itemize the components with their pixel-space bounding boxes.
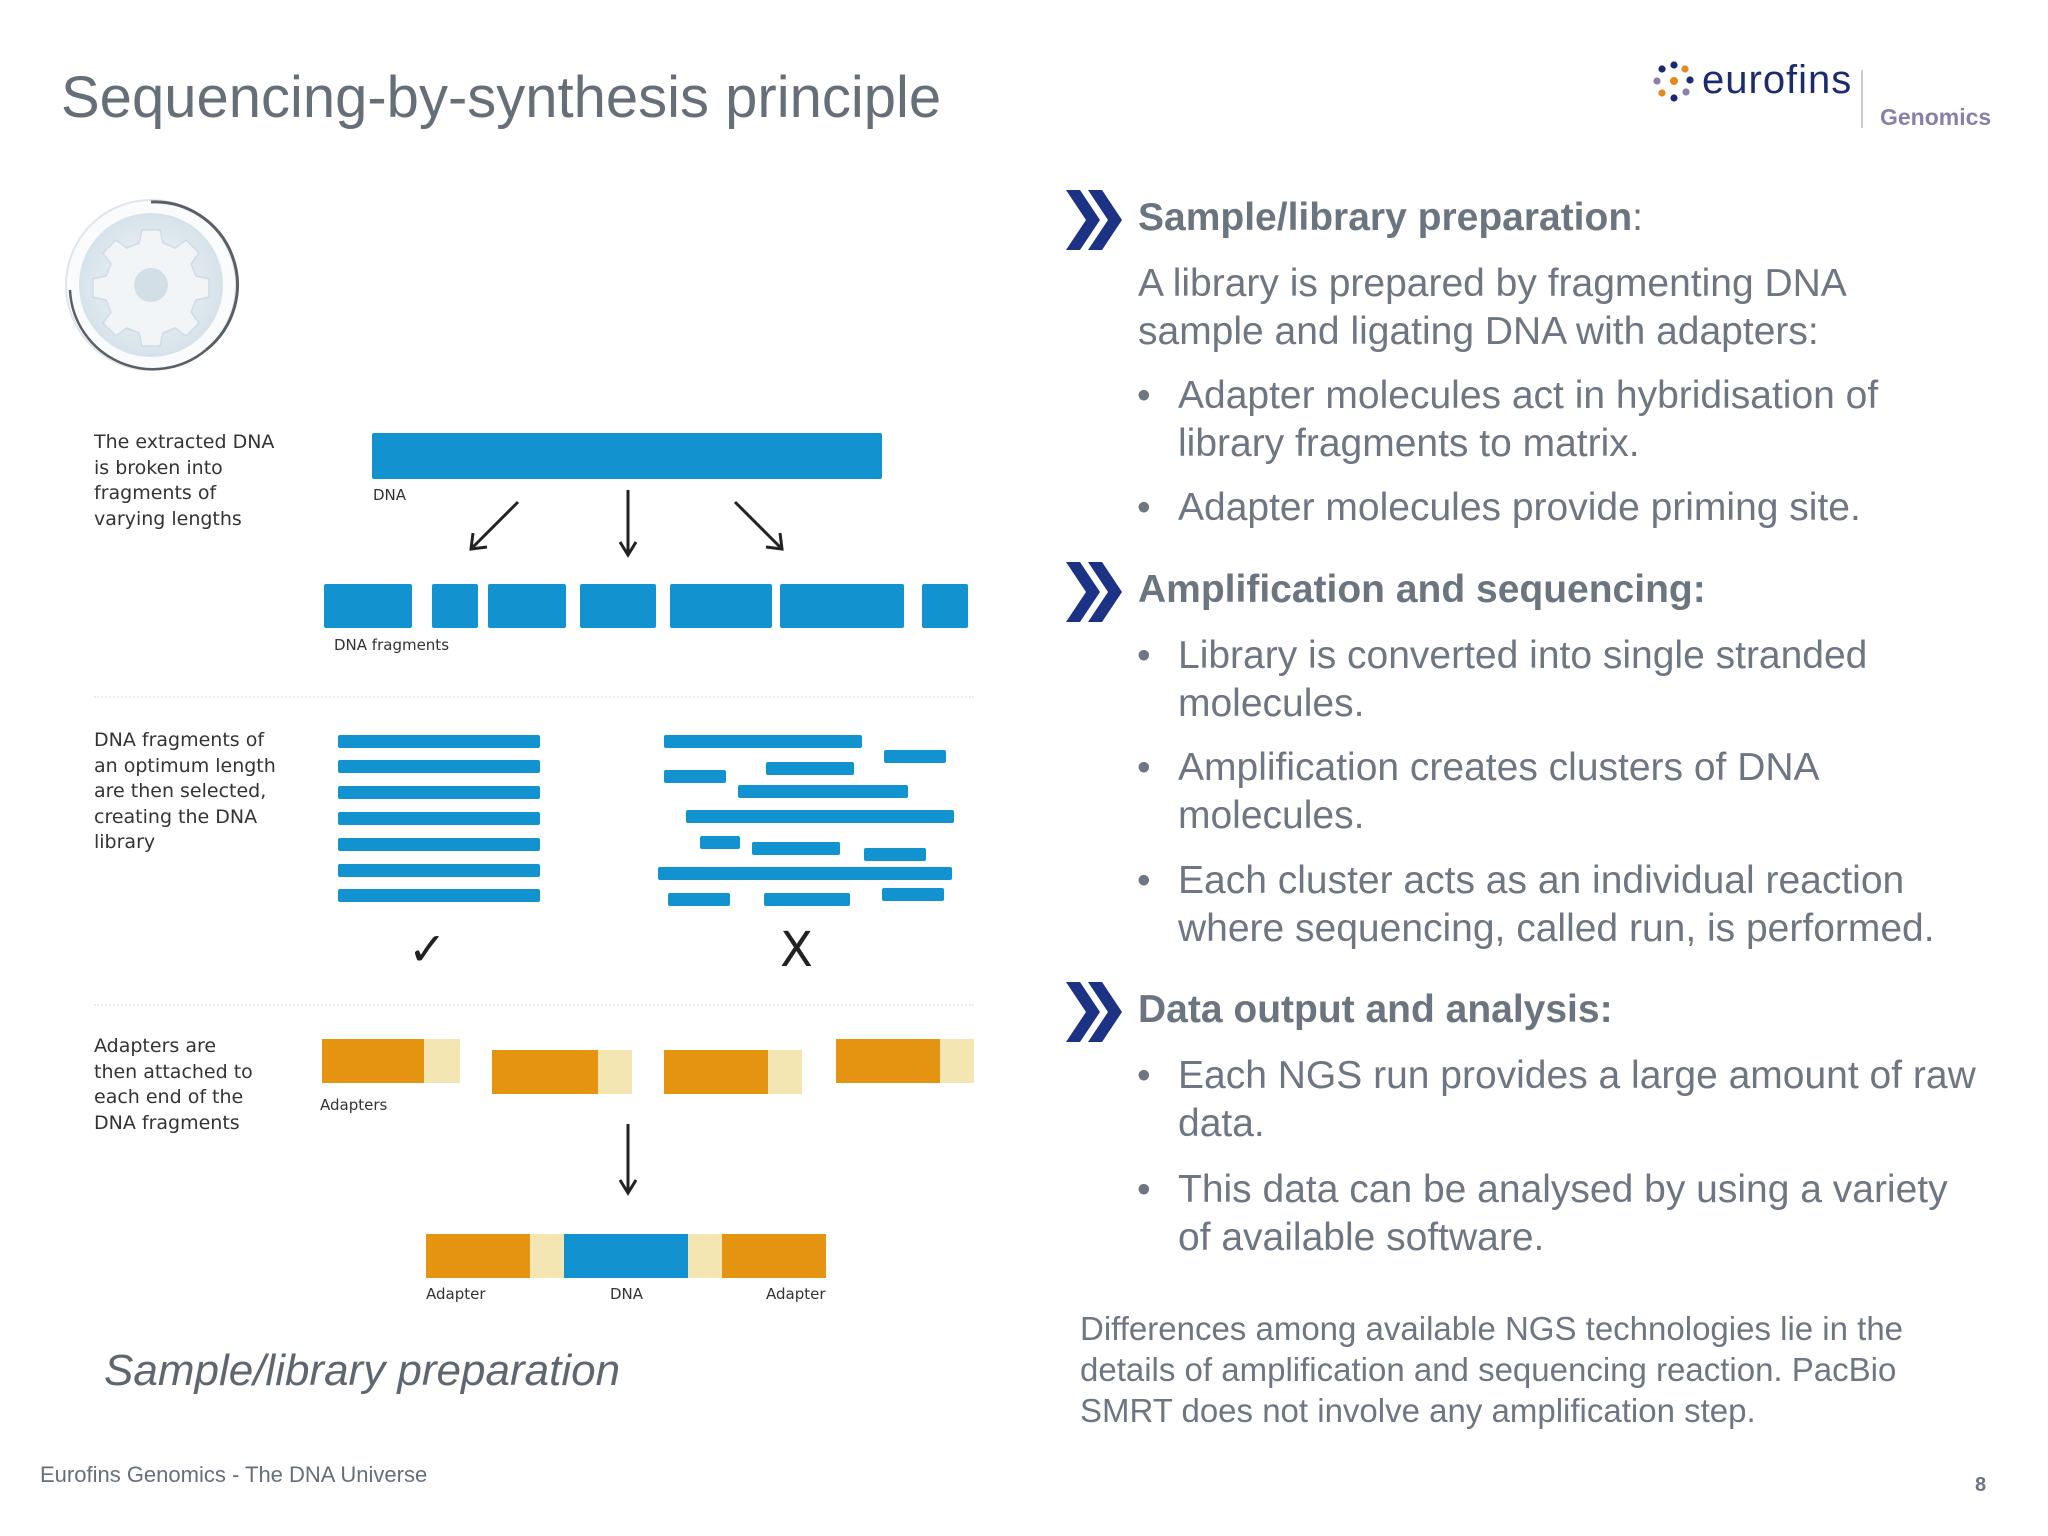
library-fragment <box>338 812 540 825</box>
dna-fragment <box>488 584 566 628</box>
bullet-item: •Amplification creates clusters of DNA m… <box>1137 746 1818 837</box>
final-adapter-right <box>722 1234 826 1278</box>
rejected-fragment <box>664 735 862 748</box>
adapter-cap <box>424 1039 460 1083</box>
dna-label: DNA <box>373 486 407 504</box>
fragments-label: DNA fragments <box>334 636 450 654</box>
dna-fragment <box>670 584 772 628</box>
split-arrows-icon <box>469 490 784 558</box>
section-intro: A library is prepared by fragmenting DNA… <box>1138 262 1845 353</box>
adapter-cap <box>530 1234 564 1278</box>
step1-label: The extracted DNA is broken into fragmen… <box>94 431 275 530</box>
logo-subtitle: Genomics <box>1880 104 1992 130</box>
rejected-fragment <box>752 842 840 855</box>
adapter-cap <box>598 1050 632 1094</box>
rejected-fragment <box>766 762 854 775</box>
rejected-fragment <box>700 836 740 849</box>
page-number: 8 <box>1975 1474 1987 1496</box>
x-mark-icon: X <box>780 922 813 978</box>
rejected-fragment <box>668 893 730 906</box>
dna-fragment <box>432 584 478 628</box>
adapter-cap <box>768 1050 802 1094</box>
logo-divider <box>1861 70 1863 128</box>
dna-fragment <box>922 584 968 628</box>
step3-label: Adapters are then attached to each end o… <box>94 1035 253 1134</box>
final-dna <box>564 1234 688 1278</box>
bullet-item: •This data can be analysed by using a va… <box>1137 1168 1948 1259</box>
adapters-label: Adapters <box>320 1096 388 1114</box>
adapter-cap <box>688 1234 722 1278</box>
adapter-block <box>664 1050 768 1094</box>
dna-fragment <box>780 584 904 628</box>
library-fragment <box>338 864 540 877</box>
step2-label: DNA fragments of an optimum length are t… <box>94 729 276 853</box>
section-heading: Data output and analysis: <box>1138 988 1613 1031</box>
rejected-fragment <box>664 770 726 783</box>
rejected-fragment <box>764 893 850 906</box>
rejected-fragment <box>686 810 954 823</box>
final-dna-label: DNA <box>610 1285 644 1303</box>
section-heading: Amplification and sequencing: <box>1138 568 1706 611</box>
chevron-right-icon <box>1066 190 1122 250</box>
chevron-right-icon <box>1066 982 1122 1042</box>
divider <box>94 1004 974 1006</box>
footnote: Differences among available NGS technolo… <box>1080 1310 1904 1429</box>
dna-fragment <box>324 584 412 628</box>
library-fragment <box>338 889 540 902</box>
diagram-caption: Sample/library preparation <box>104 1346 621 1395</box>
slide-title: Sequencing-by-synthesis principle <box>61 65 942 130</box>
logo-wordmark: eurofins <box>1702 58 1853 102</box>
library-fragment <box>338 760 540 773</box>
rejected-fragment <box>864 848 926 861</box>
rejected-fragment <box>658 867 952 880</box>
adapter-block <box>492 1050 598 1094</box>
library-fragment <box>338 735 540 748</box>
final-adapter-right-label: Adapter <box>766 1285 826 1303</box>
check-mark-icon: ✓ <box>408 922 447 976</box>
adapter-block <box>322 1039 424 1083</box>
bullet-item: •Adapter molecules provide priming site. <box>1137 486 1861 529</box>
section-heading: Sample/library preparation: <box>1138 196 1644 239</box>
final-adapter-left-label: Adapter <box>426 1285 486 1303</box>
footer-text: Eurofins Genomics - The DNA Universe <box>40 1462 428 1487</box>
dna-bar <box>372 433 882 479</box>
gear-icon <box>65 199 239 371</box>
library-fragment <box>338 786 540 799</box>
bullet-item: •Library is converted into single strand… <box>1137 634 1868 725</box>
bullet-item: •Each cluster acts as an individual reac… <box>1137 859 1935 950</box>
rejected-fragment <box>738 785 908 798</box>
eurofins-logo-icon <box>1653 61 1694 102</box>
chevron-right-icon <box>1066 562 1122 622</box>
adapter-cap <box>940 1039 974 1083</box>
dna-fragment <box>580 584 656 628</box>
bullet-item: •Each NGS run provides a large amount of… <box>1137 1054 1976 1145</box>
rejected-fragment <box>884 750 946 763</box>
bullet-item: •Adapter molecules act in hybridisation … <box>1137 374 1879 465</box>
divider <box>94 696 974 698</box>
final-adapter-left <box>426 1234 530 1278</box>
rejected-fragment <box>882 888 944 901</box>
down-arrow-icon <box>618 1124 638 1196</box>
adapter-block <box>836 1039 940 1083</box>
library-fragment <box>338 838 540 851</box>
